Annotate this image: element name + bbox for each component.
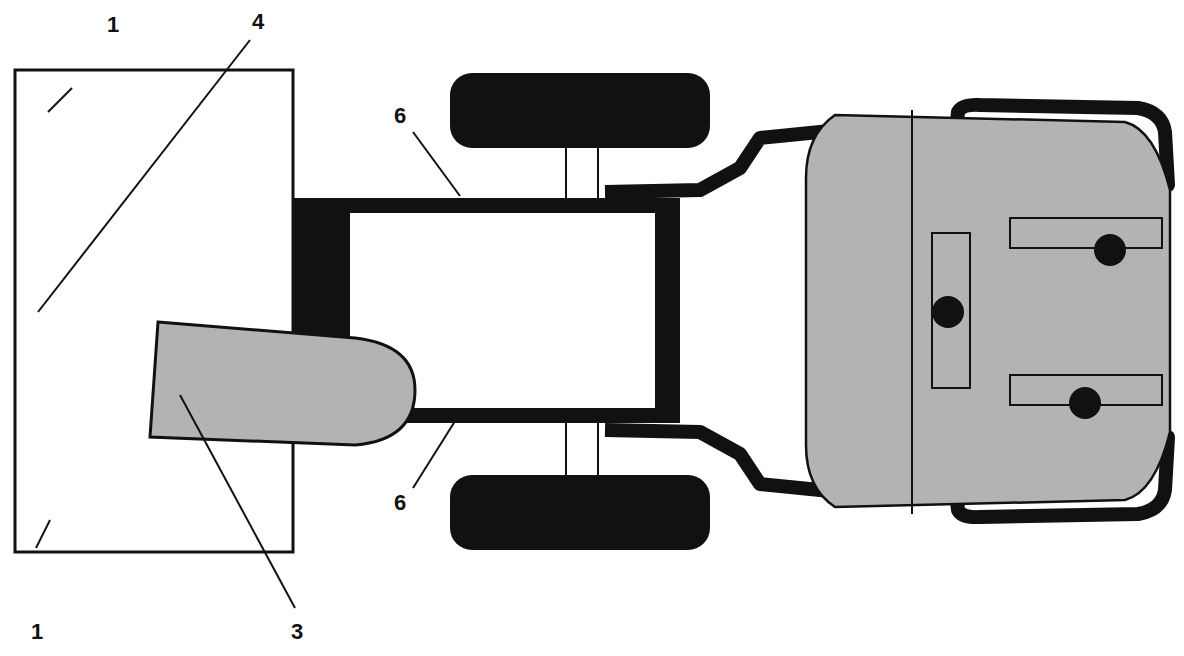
housing-seam <box>911 110 913 514</box>
callout-number: 4 <box>252 11 264 33</box>
callout-number: 1 <box>107 14 119 36</box>
attachment-box <box>15 70 293 552</box>
callout-number: 1 <box>31 621 43 643</box>
wheel <box>450 73 710 148</box>
callout-number: 3 <box>291 621 303 643</box>
leader-line <box>36 40 462 608</box>
callout-number: 6 <box>394 492 406 514</box>
callout-number: 6 <box>394 105 406 127</box>
discharge-chute <box>150 322 415 445</box>
wheel <box>450 475 710 550</box>
control-lever <box>932 218 1162 419</box>
engine-housing <box>806 115 1170 507</box>
axle <box>566 145 598 477</box>
